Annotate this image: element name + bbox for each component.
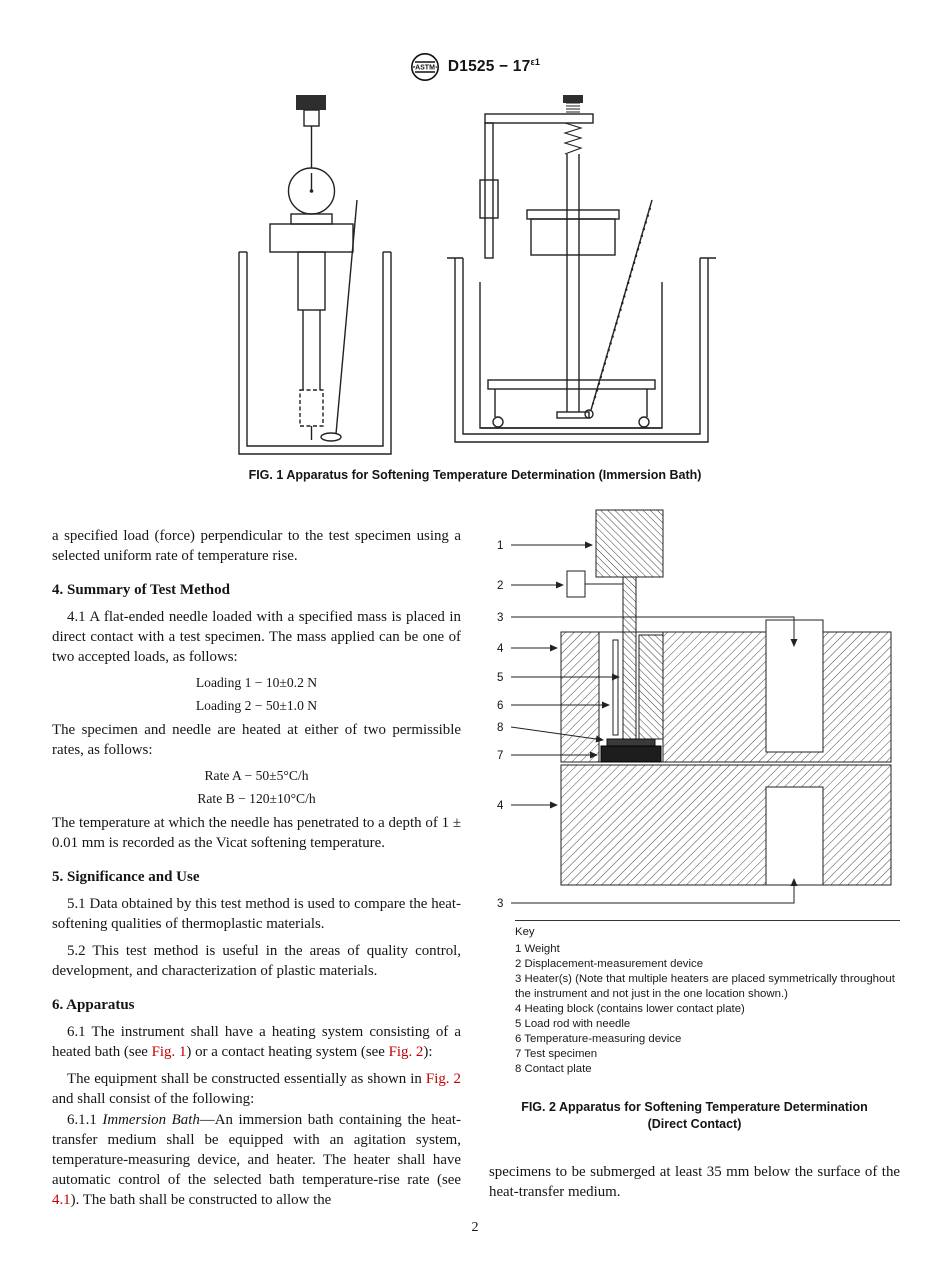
figure-2-drawing: 1 2 3 4 5 6 8 7 4 3: [497, 509, 892, 910]
key-item-5: 5 Load rod with needle: [515, 1018, 631, 1031]
fig1-weight-apparatus: [447, 95, 716, 443]
page-number: 2: [471, 1220, 479, 1235]
paragraph-5-1: 5.1 Data obtained by this test method is…: [52, 895, 461, 932]
text-run: ) or a contact heating system (see: [186, 1043, 389, 1060]
equation-rate-a: Rate A − 50±5°C/h: [204, 767, 309, 783]
key-item-7: 7 Test specimen: [515, 1048, 598, 1061]
figure-2-caption: FIG. 2 Apparatus for Softening Temperatu…: [521, 1100, 868, 1132]
text-run: 6.1 The instrument shall have a heating …: [52, 1023, 461, 1060]
figure-2-key: Key 1 Weight 2 Displacement-measurement …: [515, 920, 900, 1077]
paragraph-6-1-1: 6.1.1 Immersion Bath—An immersion bath c…: [52, 1111, 461, 1211]
fig2-temperature-device: [612, 639, 619, 736]
text-run: and shall consist of the following:: [52, 1090, 255, 1107]
fig2-lower-heater-cavity: [765, 786, 824, 886]
document-header: ASTM D1525 − 17ε1: [0, 52, 950, 82]
key-item-6: 6 Temperature-measuring device: [515, 1033, 682, 1046]
fig2-load-rod: [622, 576, 637, 742]
section-heading-4: 4. Summary of Test Method: [52, 581, 230, 598]
fig2-callout-numbers: 1 2 3 4 5 6 8 7 4 3: [497, 540, 504, 910]
fig2-leader-lines: [510, 541, 798, 904]
fig2-weight: [595, 509, 664, 578]
link-fig-1[interactable]: Fig. 1: [151, 1043, 187, 1060]
key-item-1: 1 Weight: [515, 943, 560, 956]
callout-2: 2: [497, 580, 503, 592]
paragraph-5-2: 5.2 This test method is useful in the ar…: [52, 942, 461, 979]
designation-superscript: ε1: [530, 57, 541, 68]
fig2-lower-heating-block: [560, 764, 892, 886]
term-immersion-bath: Immersion Bath: [102, 1112, 200, 1129]
svg-text:ASTM: ASTM: [415, 65, 435, 72]
callout-1: 1: [497, 540, 503, 552]
equation-loading-1: Loading 1 − 10±0.2 N: [195, 674, 318, 690]
equation-loading-2: Loading 2 − 50±1.0 N: [195, 697, 318, 713]
text-run: —An immersion bath containing the heat-t…: [52, 1112, 461, 1189]
paragraph-equipment: The equipment shall be constructed essen…: [52, 1070, 461, 1110]
figure-1: [195, 92, 755, 460]
key-title: Key: [515, 926, 535, 938]
figure-1-drawing: [238, 95, 716, 455]
callout-8: 8: [497, 722, 503, 734]
fig2-test-specimen: [600, 745, 662, 763]
section-heading-5: 5. Significance and Use: [52, 868, 200, 885]
paragraph-intro: a specified load (force) perpendicular t…: [52, 528, 461, 564]
link-fig-2[interactable]: Fig. 2: [388, 1043, 424, 1060]
left-column: a specified load (force) perpendicular t…: [52, 527, 461, 1213]
link-4-1[interactable]: 4.1: [52, 1192, 71, 1209]
callout-3b: 3: [497, 898, 503, 910]
link-fig-2b[interactable]: Fig. 2: [425, 1070, 461, 1087]
key-item-3: 3 Heater(s) (Note that multiple heaters …: [515, 973, 895, 1001]
paragraph-rates: The specimen and needle are heated at ei…: [52, 721, 461, 758]
paragraph-6-1: 6.1 The instrument shall have a heating …: [52, 1023, 461, 1063]
paragraph-vicat: The temperature at which the needle has …: [52, 814, 461, 851]
figure-1-caption: FIG. 1 Apparatus for Softening Temperatu…: [248, 468, 702, 482]
callout-4: 4: [497, 643, 504, 655]
callout-4b: 4: [497, 800, 504, 812]
text-run: 6.1.1: [67, 1112, 103, 1129]
text-run: ). The bath shall be constructed to allo…: [70, 1192, 332, 1209]
standard-designation: D1525 − 17ε1: [448, 57, 540, 76]
fig2-displacement-device: [566, 570, 586, 598]
callout-5: 5: [497, 672, 503, 684]
designation-text: D1525 − 17: [447, 58, 531, 76]
fig1-dial-apparatus: [238, 95, 392, 455]
callout-6: 6: [497, 700, 503, 712]
key-item-2: 2 Displacement-measurement device: [515, 958, 704, 971]
key-item-4: 4 Heating block (contains lower contact …: [515, 1003, 745, 1016]
text-run: ):: [423, 1043, 433, 1060]
section-heading-6: 6. Apparatus: [52, 996, 135, 1013]
right-column: 1 2 3 4 5 6 8 7 4 3 Key 1 Weight 2 Displ…: [489, 505, 900, 1205]
fig2-contact-plate: [606, 738, 656, 747]
text-run: The equipment shall be constructed essen…: [67, 1070, 426, 1087]
astm-logo-icon: ASTM: [410, 53, 439, 81]
paragraph-specimens: specimens to be submerged at least 35 mm…: [489, 1164, 900, 1201]
equation-rate-b: Rate B − 120±10°C/h: [197, 790, 316, 806]
paragraph-4-1: 4.1 A flat-ended needle loaded with a sp…: [52, 608, 461, 665]
callout-3: 3: [497, 612, 503, 624]
callout-7: 7: [497, 750, 503, 762]
key-item-8: 8 Contact plate: [515, 1063, 592, 1076]
